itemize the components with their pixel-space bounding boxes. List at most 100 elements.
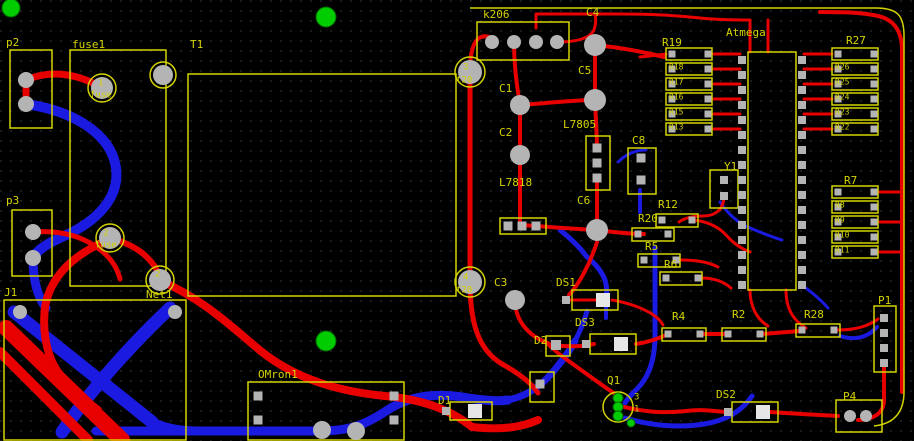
pad-square[interactable]: [880, 314, 888, 322]
copper-trace-top[interactable]: [678, 258, 720, 269]
pad-square[interactable]: [738, 266, 746, 274]
component-outline-y1[interactable]: [709, 169, 739, 209]
component-outline-r23[interactable]: [831, 107, 879, 121]
pad-square[interactable]: [798, 71, 806, 79]
copper-trace-bottom[interactable]: [7, 305, 159, 429]
pad-square[interactable]: [592, 173, 602, 183]
component-outline-r25[interactable]: [831, 77, 879, 91]
pad-square[interactable]: [870, 80, 878, 88]
pad-square[interactable]: [798, 251, 806, 259]
pad-square[interactable]: [738, 116, 746, 124]
component-outline-ds1[interactable]: [571, 289, 619, 311]
pad-square[interactable]: [798, 101, 806, 109]
component-outline-l7805[interactable]: [585, 135, 611, 191]
component-outline-omron-relay[interactable]: [247, 381, 405, 441]
component-outline-r17[interactable]: [665, 77, 713, 91]
pad-circle[interactable]: [149, 269, 171, 291]
pad-square[interactable]: [834, 233, 842, 241]
component-outline-r24[interactable]: [831, 92, 879, 106]
component-outline-r16[interactable]: [665, 92, 713, 106]
via[interactable]: [1, 0, 21, 18]
pad-circle[interactable]: [510, 145, 530, 165]
component-outline-p4[interactable]: [835, 399, 883, 433]
pad-square[interactable]: [672, 256, 680, 264]
copper-trace-bottom[interactable]: [616, 148, 648, 164]
pad-square[interactable]: [834, 50, 842, 58]
component-outline-j1[interactable]: [3, 299, 187, 441]
pad-square[interactable]: [738, 56, 746, 64]
pad-square[interactable]: [798, 191, 806, 199]
pad-square[interactable]: [688, 216, 696, 224]
pad-circle[interactable]: [458, 270, 482, 294]
component-outline-r6[interactable]: [659, 271, 703, 286]
copper-trace-bottom[interactable]: [622, 333, 658, 406]
pad-square[interactable]: [798, 146, 806, 154]
pad-square[interactable]: [442, 407, 450, 415]
pad-square[interactable]: [551, 340, 561, 350]
component-outline-r11[interactable]: [831, 245, 879, 259]
component-outline-r26[interactable]: [831, 62, 879, 76]
pad-circle[interactable]: [505, 290, 525, 310]
pad-square[interactable]: [503, 221, 513, 231]
copper-trace-top[interactable]: [818, 10, 904, 52]
pad-square[interactable]: [738, 161, 746, 169]
pad-square[interactable]: [834, 95, 842, 103]
component-outline-r10[interactable]: [831, 230, 879, 244]
pad-square[interactable]: [636, 175, 646, 185]
pad-square[interactable]: [834, 80, 842, 88]
pad-square[interactable]: [668, 95, 676, 103]
pad-square[interactable]: [389, 391, 399, 401]
pad-square[interactable]: [834, 65, 842, 73]
pads-layer[interactable]: [13, 34, 888, 440]
pad-square[interactable]: [738, 236, 746, 244]
pad-square[interactable]: [704, 125, 712, 133]
pad-circle[interactable]: [510, 95, 530, 115]
component-outline-r13[interactable]: [665, 122, 713, 136]
pad-square[interactable]: [738, 221, 746, 229]
pad-square[interactable]: [870, 95, 878, 103]
pad-square[interactable]: [880, 359, 888, 367]
component-outline-t1[interactable]: [187, 73, 457, 297]
pad-square[interactable]: [834, 218, 842, 226]
pad-square[interactable]: [668, 50, 676, 58]
pad-circle[interactable]: [168, 305, 182, 319]
pad-square[interactable]: [756, 330, 764, 338]
copper-trace-top[interactable]: [700, 276, 733, 290]
component-outline-k206[interactable]: [476, 21, 570, 61]
copper-trace-top[interactable]: [634, 333, 668, 346]
pad-square[interactable]: [738, 71, 746, 79]
pad-square[interactable]: [798, 326, 806, 334]
pad-square[interactable]: [640, 256, 648, 264]
copper-trace-top[interactable]: [534, 12, 622, 30]
component-outline-r4[interactable]: [661, 327, 707, 342]
component-outline-r9[interactable]: [831, 215, 879, 229]
pad-square[interactable]: [738, 146, 746, 154]
component-outline-r12[interactable]: [655, 213, 699, 228]
pad-square[interactable]: [870, 203, 878, 211]
copper-trace-top[interactable]: [468, 416, 542, 433]
pad-square[interactable]: [738, 101, 746, 109]
component-outline-c8[interactable]: [627, 147, 657, 195]
component-outline-p2[interactable]: [9, 49, 53, 129]
pad-square[interactable]: [668, 125, 676, 133]
pad-circle[interactable]: [586, 219, 608, 241]
copper-trace-top[interactable]: [692, 218, 752, 254]
pad-square[interactable]: [798, 86, 806, 94]
component-outline-fuse1[interactable]: [69, 49, 167, 287]
component-outline-p3[interactable]: [11, 209, 53, 277]
pad-square[interactable]: [704, 50, 712, 58]
component-outline-r5[interactable]: [637, 253, 681, 268]
pad-circle[interactable]: [458, 60, 482, 84]
component-outline-r20[interactable]: [631, 227, 675, 242]
pad-circle[interactable]: [860, 410, 872, 422]
via[interactable]: [626, 418, 636, 428]
pad-circle[interactable]: [347, 422, 365, 440]
copper-trace-bottom[interactable]: [557, 227, 589, 259]
component-outline-r19[interactable]: [665, 47, 713, 61]
pad-square[interactable]: [738, 251, 746, 259]
pad-square[interactable]: [870, 65, 878, 73]
copper-trace-bottom[interactable]: [55, 301, 177, 439]
copper-trace-top[interactable]: [0, 320, 130, 441]
pad-square[interactable]: [870, 110, 878, 118]
